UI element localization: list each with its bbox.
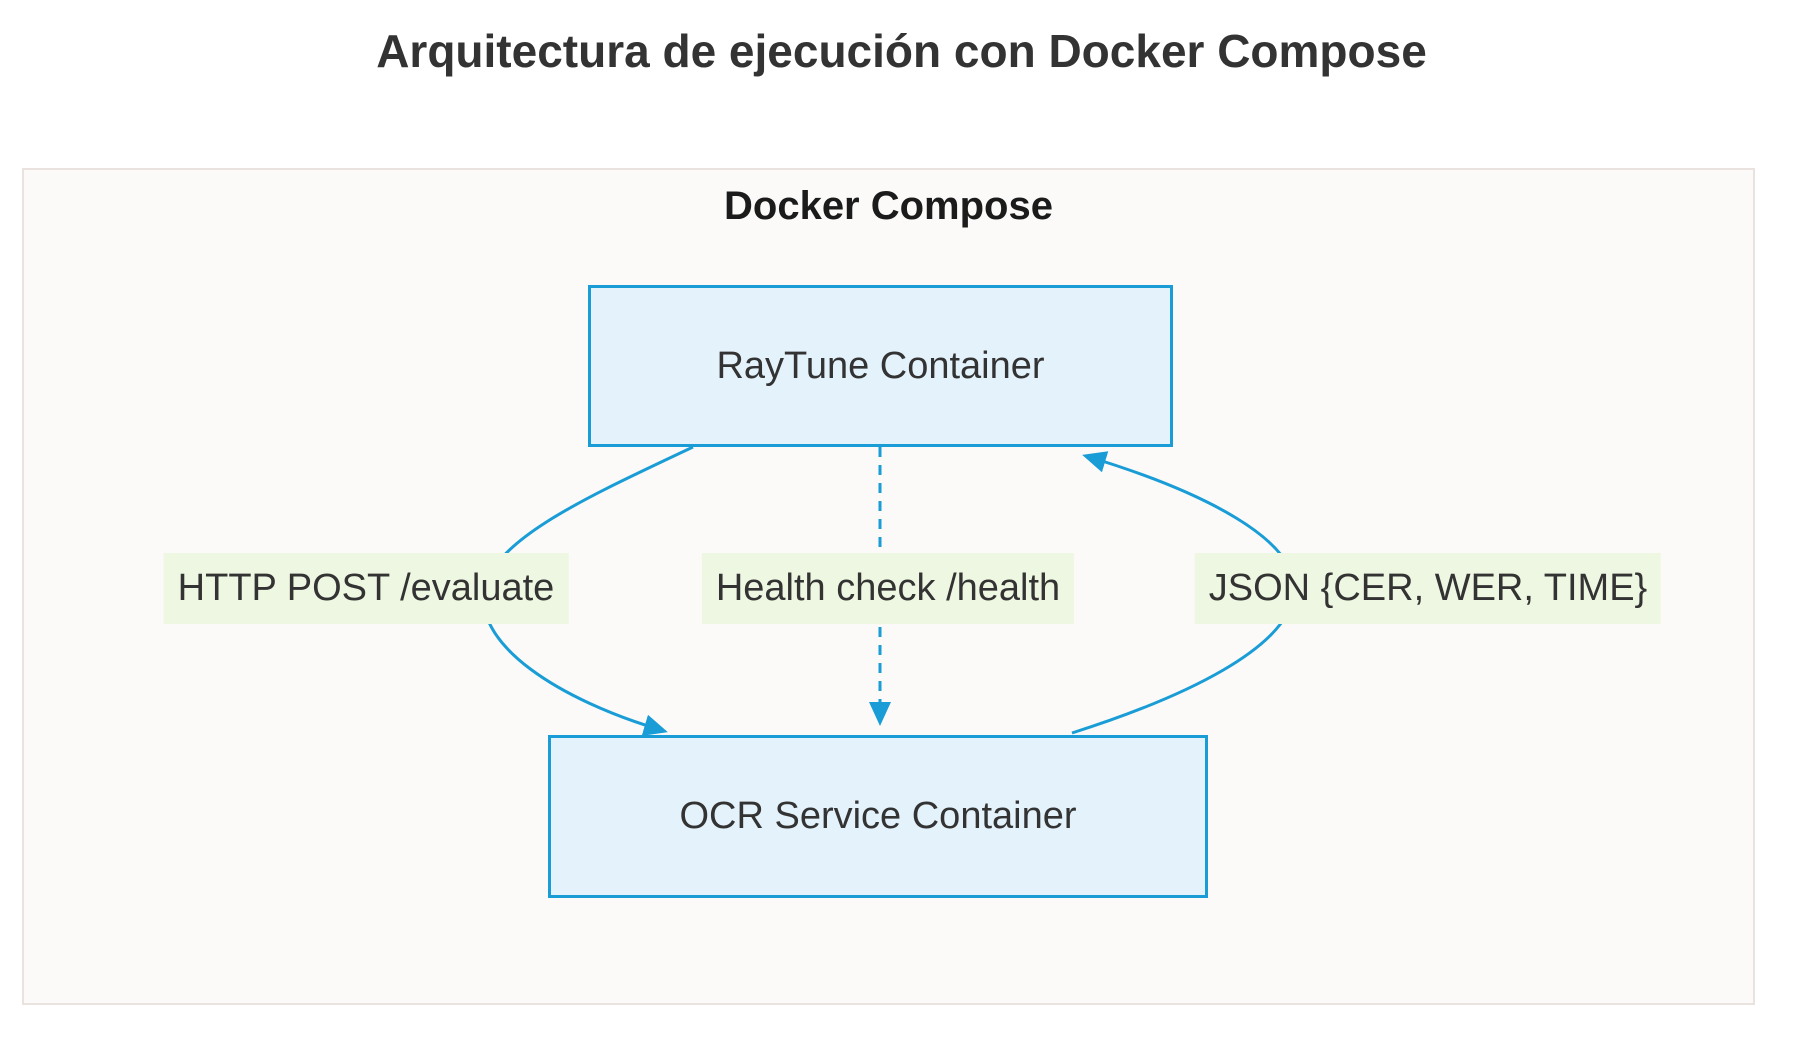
edge-label-http-post: HTTP POST /evaluate [163, 553, 569, 624]
page-title: Arquitectura de ejecución con Docker Com… [376, 25, 1427, 77]
cluster-title: Docker Compose [724, 184, 1053, 228]
edge-label-json-response: JSON {CER, WER, TIME} [1194, 553, 1662, 624]
node-ocr-service-container: OCR Service Container [548, 735, 1208, 898]
node-raytune-container: RayTune Container [588, 285, 1173, 447]
node-ocr-label: OCR Service Container [679, 795, 1077, 837]
node-raytune-label: RayTune Container [716, 344, 1045, 387]
edge-label-health-check: Health check /health [701, 553, 1075, 624]
